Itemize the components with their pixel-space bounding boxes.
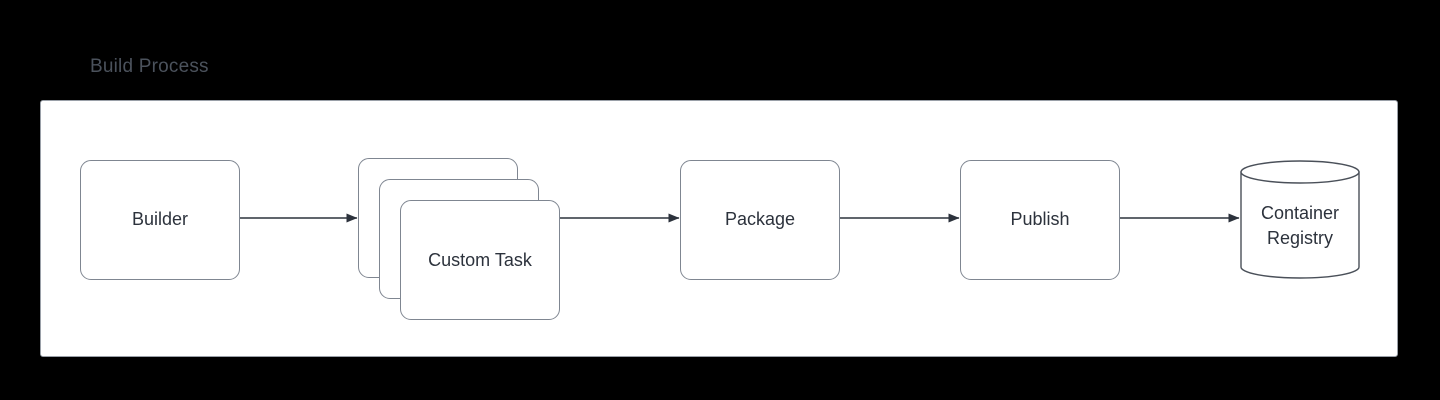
page-title: Build Process [90,56,209,77]
node-container-registry-line2: Registry [1266,227,1333,248]
node-container-registry-label: Container Registry [1240,160,1360,279]
node-custom-task-front[interactable]: Custom Task [400,200,560,320]
node-container-registry[interactable]: Container Registry [1240,160,1360,279]
node-custom-task-front-label: Custom Task [428,249,532,270]
node-builder[interactable]: Builder [80,160,240,280]
node-builder-label: Builder [131,209,189,230]
node-package[interactable]: Package [680,160,840,280]
node-publish[interactable]: Publish [960,160,1120,280]
node-package-label: Package [724,209,796,230]
cylinder-icon [1240,160,1360,279]
node-publish-label: Publish [1010,209,1070,230]
node-container-registry-line1: Container [1260,203,1340,224]
